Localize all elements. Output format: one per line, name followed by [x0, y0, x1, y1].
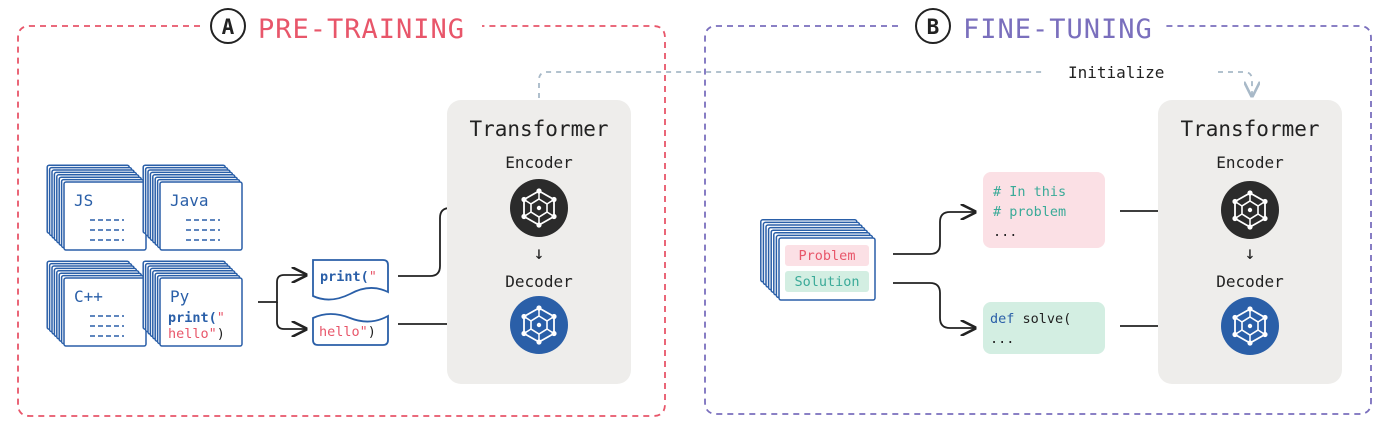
- finetuning-panel: B FINE-TUNING Initialize ProblemSolution…: [704, 8, 1372, 415]
- pretraining-border: [17, 25, 666, 417]
- pretraining-title: PRE-TRAINING: [258, 14, 465, 45]
- transformer-b-decoder-label: Decoder: [1216, 272, 1284, 291]
- arrow-to-encoder-a: [398, 208, 497, 277]
- language-label: JS: [74, 191, 93, 210]
- pretraining-badge-circle: [210, 8, 246, 44]
- initialize-label: Initialize: [1068, 63, 1164, 82]
- transformer-b-encoder-label: Encoder: [1216, 153, 1284, 172]
- problem-code-box: [983, 172, 1105, 248]
- snippet-bottom-code: hello"): [319, 324, 376, 340]
- solution-tag-bg: [785, 271, 869, 292]
- code-document-stack: Java: [142, 164, 243, 251]
- solution-code-line-1: def solve(: [990, 311, 1071, 327]
- code-document-stack: C++: [46, 260, 147, 347]
- solution-code-keyword: def: [990, 311, 1014, 327]
- solution-code-line-2: ...: [990, 331, 1014, 347]
- problem-code-line-2: # problem: [993, 204, 1066, 220]
- py-code-line-2: hello"): [168, 326, 225, 342]
- split-connector: [258, 275, 306, 303]
- split-connector-lower: [276, 302, 306, 329]
- transformer-b-title: Transformer: [1180, 117, 1319, 141]
- problem-tag: Problem: [799, 248, 856, 264]
- language-label: C++: [74, 287, 103, 306]
- language-label: Py: [170, 287, 190, 306]
- finetuning-badge: B: [927, 15, 940, 39]
- transformer-a-title: Transformer: [469, 117, 608, 141]
- snippet-top-code: print(": [320, 269, 377, 285]
- finetuning-border: [704, 25, 1372, 415]
- solution-code-rest: solve(: [1014, 311, 1071, 327]
- transformer-b-box: [1158, 100, 1342, 384]
- py-code-line-1: print(": [168, 310, 225, 326]
- arrow-to-solution-code: [893, 282, 975, 328]
- problem-code-line-1: # In this: [993, 184, 1066, 200]
- snippet-top-box: [312, 259, 389, 301]
- pretraining-badge: A: [222, 15, 235, 39]
- initialize-arrow: [1218, 71, 1252, 96]
- initialize-connector: [538, 71, 1044, 98]
- transformer-a-encoder-label: Encoder: [505, 153, 573, 172]
- language-label: Java: [170, 191, 209, 210]
- transformer-a-decoder-label: Decoder: [505, 272, 573, 291]
- code-document-stack: Py print("hello"): [142, 260, 243, 347]
- snippet-bottom-box: [312, 313, 389, 346]
- finetuning-badge-circle: [915, 8, 951, 44]
- document-card: [159, 181, 243, 251]
- transformer-a-down-arrow: ↓: [534, 243, 545, 264]
- code-document-stack: JS: [46, 164, 147, 251]
- transformer-b-down-arrow: ↓: [1245, 243, 1256, 264]
- solution-tag: Solution: [794, 274, 859, 290]
- problem-code-line-3: ...: [993, 224, 1017, 240]
- transformer-a-box: [447, 100, 631, 384]
- problem-tag-bg: [785, 245, 869, 266]
- finetuning-title: FINE-TUNING: [963, 14, 1153, 45]
- arrow-to-problem-code: [893, 212, 975, 255]
- document-card: [159, 277, 243, 347]
- solution-code-box: [983, 302, 1105, 354]
